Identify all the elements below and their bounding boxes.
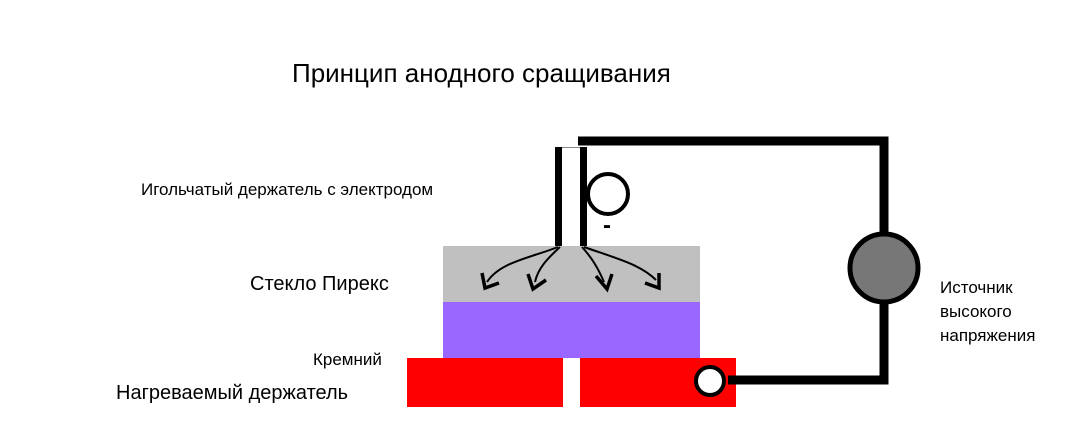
diagram-title: Принцип анодного сращивания (292, 58, 671, 88)
silicon-label: Кремний (313, 350, 382, 369)
source-label-line1: Источник (940, 278, 1013, 297)
heated-holder-left (407, 358, 563, 407)
silicon-wafer (443, 302, 700, 358)
needle-left-bar (555, 147, 562, 246)
field-arrows (486, 246, 657, 283)
pyrex-glass (443, 246, 700, 302)
source-label-line2: высокого (940, 302, 1012, 321)
contact-terminal (694, 365, 726, 397)
source-label-line3: напряжения (940, 326, 1036, 345)
electrode-terminal (586, 172, 630, 216)
needle-right-bar (580, 147, 587, 246)
minus-sign: - (603, 212, 611, 239)
source-label: Источник высокого напряжения (940, 276, 1035, 348)
arrowheads (480, 272, 661, 293)
heated-holder-label: Нагреваемый держатель (116, 382, 349, 404)
needle-holder-label: Игольчатый держатель с электродом (141, 180, 434, 199)
high-voltage-source (847, 231, 921, 305)
pyrex-glass-label: Стекло Пирекс (250, 273, 389, 295)
